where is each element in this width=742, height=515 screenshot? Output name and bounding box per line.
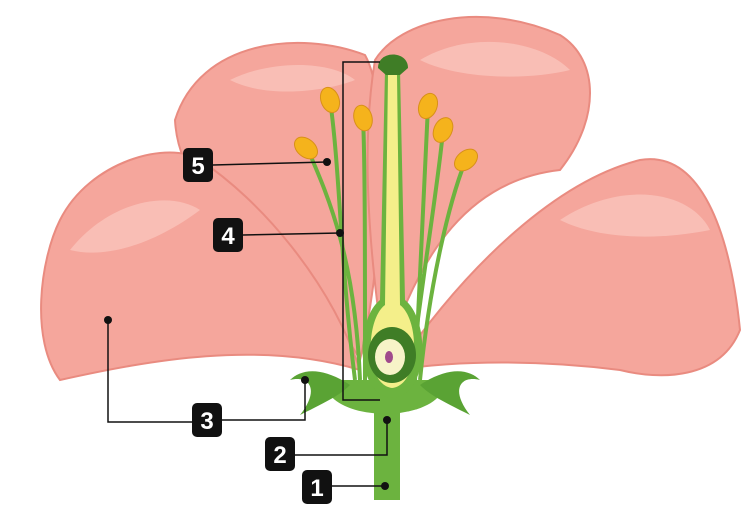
label-1: 1 bbox=[302, 470, 332, 504]
label-4: 4 bbox=[213, 218, 243, 252]
svg-text:1: 1 bbox=[310, 475, 323, 502]
petals bbox=[40, 16, 742, 382]
label-3: 3 bbox=[192, 403, 222, 437]
svg-text:5: 5 bbox=[191, 153, 204, 180]
petal-left bbox=[40, 151, 362, 382]
sepal-left bbox=[290, 371, 350, 415]
anthers bbox=[293, 86, 479, 172]
leader-dots bbox=[104, 158, 391, 490]
ovule bbox=[385, 351, 393, 363]
sepal-right bbox=[420, 371, 480, 415]
pistil bbox=[362, 54, 423, 398]
svg-text:4: 4 bbox=[221, 223, 235, 250]
svg-text:2: 2 bbox=[273, 442, 286, 469]
label-5: 5 bbox=[183, 148, 213, 182]
label-2: 2 bbox=[265, 437, 295, 471]
stigma bbox=[378, 54, 408, 75]
svg-text:3: 3 bbox=[200, 408, 213, 435]
